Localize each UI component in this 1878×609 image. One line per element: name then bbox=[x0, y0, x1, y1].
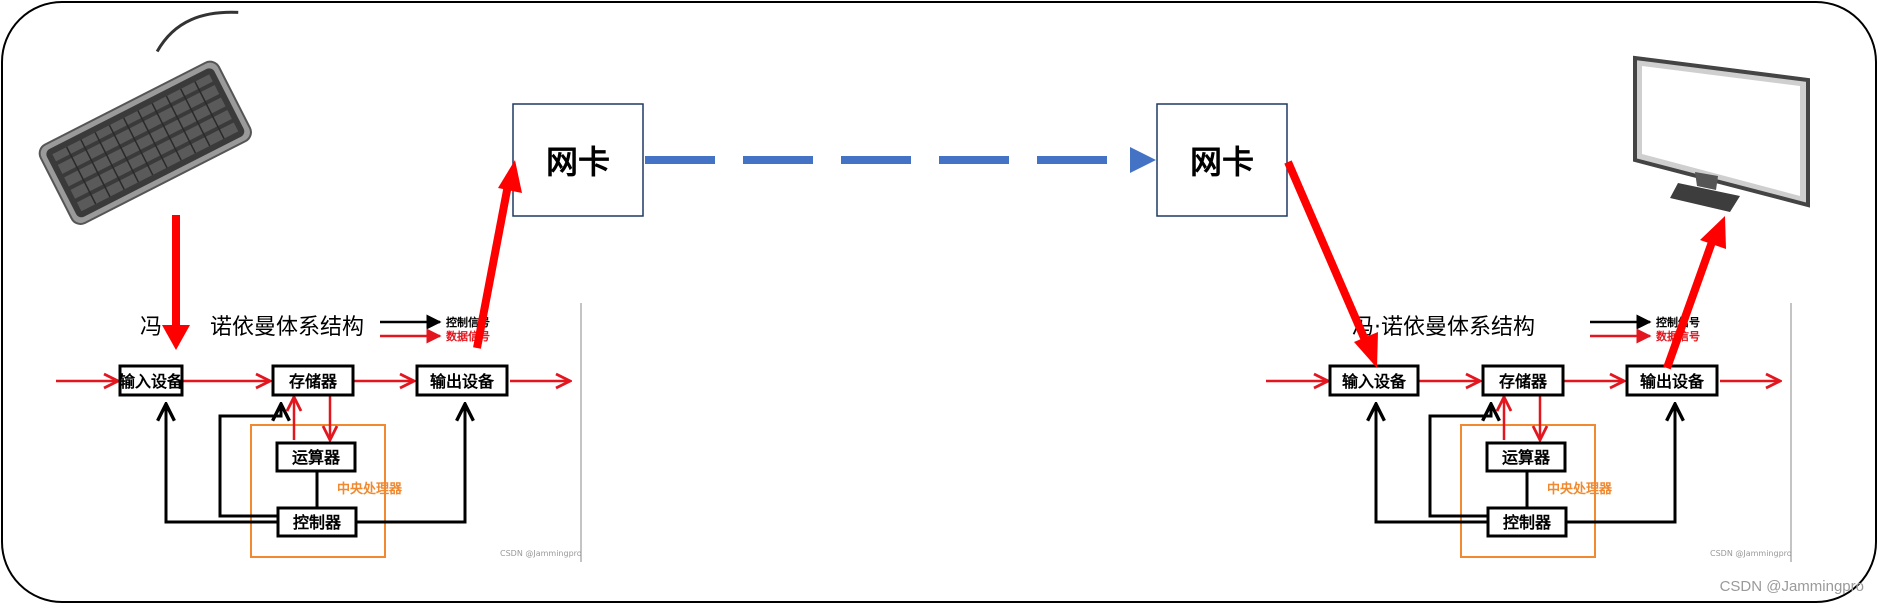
controller-box bbox=[1486, 506, 1568, 538]
cpu-label: 中央处理器 bbox=[337, 481, 403, 497]
memory-label: 存储器 bbox=[1499, 372, 1548, 391]
legend-control-signal: 控制信号 bbox=[1656, 315, 1700, 329]
alu-label: 运算器 bbox=[1502, 448, 1551, 467]
network-card-right-label: 网卡 bbox=[1190, 143, 1254, 181]
flow-arrow-keyboard-to-input bbox=[172, 215, 180, 330]
data-flow-arrows bbox=[162, 160, 1726, 370]
monitor-icon bbox=[1633, 55, 1810, 212]
memory-label: 存储器 bbox=[289, 372, 338, 391]
flow-arrow-keyboard-to-input-head bbox=[162, 325, 190, 350]
csdn-watermark: CSDN @Jammingpro bbox=[1719, 578, 1864, 595]
input-device-label: 输入设备 bbox=[119, 372, 184, 391]
diagram-title-left-part: 冯 bbox=[140, 315, 162, 340]
cpu-label: 中央处理器 bbox=[1547, 481, 1613, 497]
flow-arrow-output-to-monitor-head bbox=[1700, 216, 1726, 249]
von-neumann-diagram-left: 冯 诺依曼体系结构 控制信号 数据信号 中央处理器 输入设备 存 bbox=[56, 303, 582, 562]
cpu-box bbox=[1460, 424, 1596, 558]
network-card-right: 网卡 bbox=[1156, 103, 1288, 217]
keyboard-icon bbox=[38, 10, 252, 225]
alu-box bbox=[1485, 441, 1567, 473]
diagram-small-watermark: CSDN @Jammingpro bbox=[500, 549, 582, 558]
output-device-label: 输出设备 bbox=[1640, 372, 1705, 391]
flow-arrow-output-to-card bbox=[473, 184, 512, 349]
input-device-box bbox=[1328, 364, 1420, 397]
output-device-box bbox=[1625, 364, 1719, 397]
controller-label: 控制器 bbox=[1503, 513, 1552, 532]
network-card-left-label: 网卡 bbox=[546, 143, 610, 181]
input-device-label: 输入设备 bbox=[1342, 372, 1407, 391]
network-arrow-head bbox=[1130, 147, 1156, 173]
memory-box bbox=[1481, 364, 1565, 397]
flow-arrow-card-to-input bbox=[1284, 160, 1369, 342]
flow-arrow-output-to-monitor bbox=[1663, 240, 1716, 370]
output-device-label: 输出设备 bbox=[430, 372, 495, 391]
output-device-box bbox=[415, 364, 509, 397]
flow-arrow-output-to-card-head bbox=[498, 160, 522, 193]
cpu-box bbox=[250, 424, 386, 558]
alu-label: 运算器 bbox=[292, 448, 341, 467]
von-neumann-diagram-right: 冯·诺依曼体系结构 控制信号 数据信号 中央处理器 输入设备 存储器 输出设备 … bbox=[1266, 303, 1792, 562]
alu-box bbox=[275, 441, 357, 473]
controller-label: 控制器 bbox=[293, 513, 342, 532]
memory-box bbox=[271, 364, 355, 397]
network-card-left: 网卡 bbox=[512, 103, 644, 217]
controller-box bbox=[276, 506, 358, 538]
diagram-small-watermark: CSDN @Jammingpro bbox=[1710, 549, 1792, 558]
diagram-title: 冯·诺依曼体系结构 bbox=[1352, 315, 1535, 340]
input-device-box bbox=[118, 364, 184, 397]
flow-arrow-card-to-input-head bbox=[1354, 332, 1378, 368]
diagram-title-right-part: 诺依曼体系结构 bbox=[210, 315, 364, 340]
